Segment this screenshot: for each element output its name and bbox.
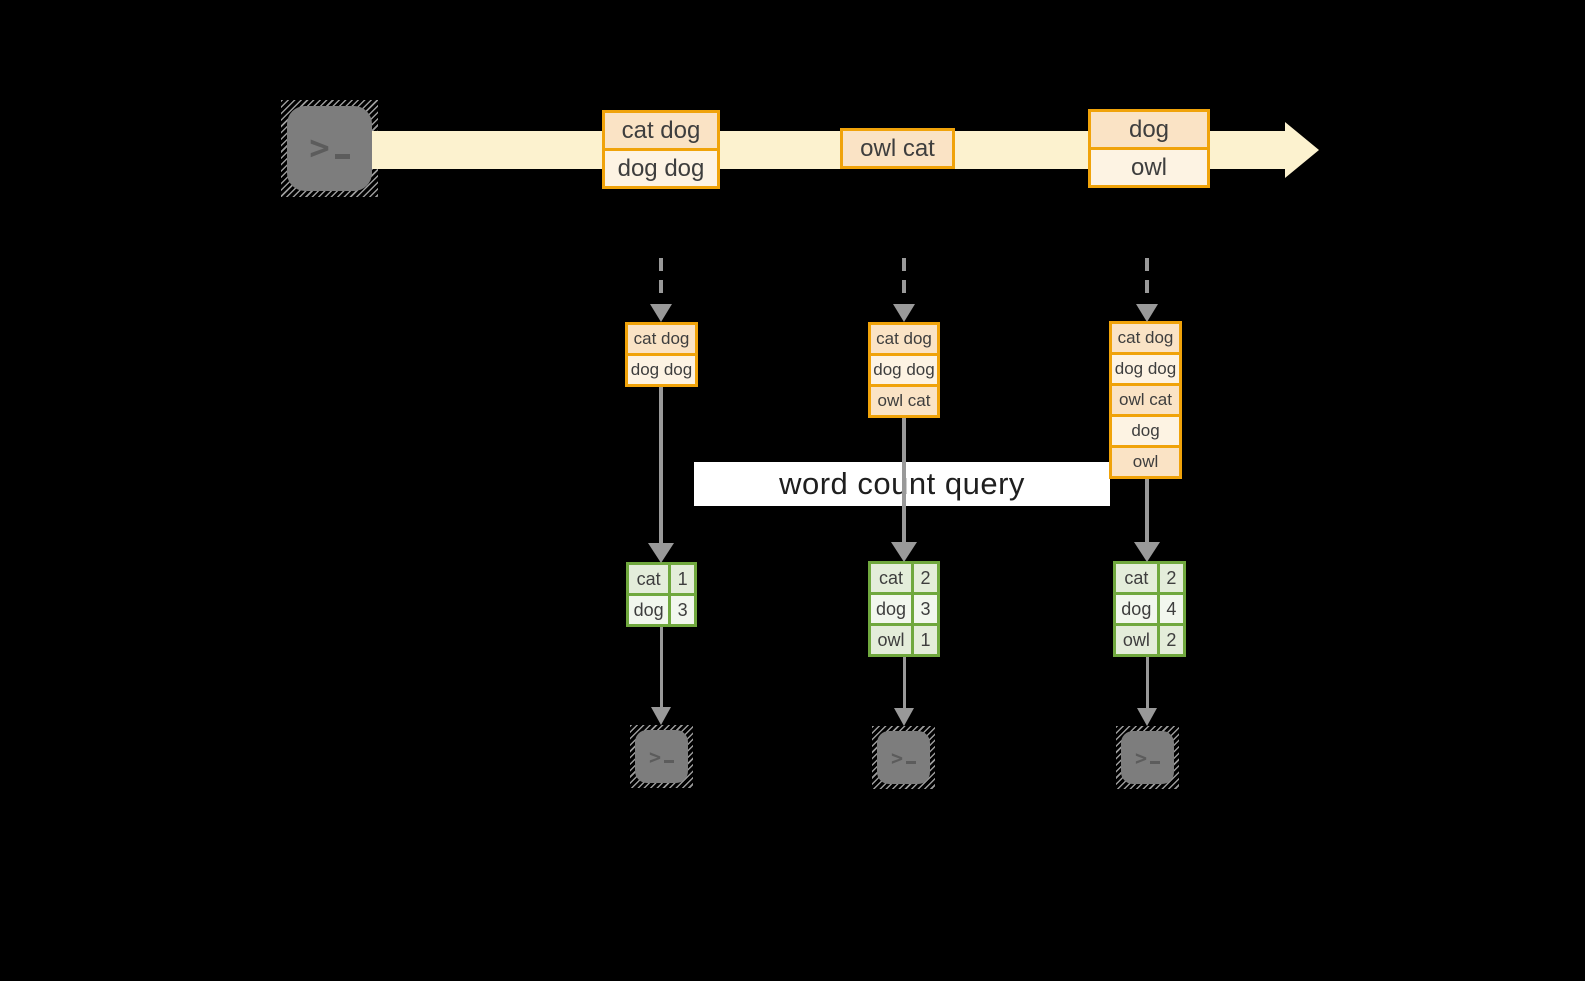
- count-value-cell: 1: [668, 565, 694, 593]
- source-terminal-icon: >: [281, 100, 378, 197]
- count-value-cell: 3: [668, 596, 694, 624]
- ingest-arrowhead-2: [893, 304, 915, 322]
- count-row: cat 1: [629, 565, 694, 593]
- stream-message-cell: dog: [1091, 112, 1207, 147]
- terminal-prompt: >: [1134, 745, 1161, 770]
- output-arrowhead-1: [651, 707, 671, 725]
- output-arrow-shaft-1: [660, 627, 663, 709]
- ingest-arrow-shaft-1: [659, 258, 663, 302]
- query-arrow-shaft-3: [1145, 479, 1149, 544]
- ingest-arrowhead-3: [1136, 304, 1158, 322]
- count-value-cell: 1: [911, 626, 937, 654]
- output-arrowhead-3: [1137, 708, 1157, 726]
- buffer-cell: owl: [1112, 445, 1179, 476]
- count-word-cell: owl: [1116, 626, 1157, 654]
- count-word-cell: cat: [629, 565, 669, 593]
- count-row: owl 1: [871, 623, 937, 654]
- stream-message-cell: owl cat: [843, 131, 952, 166]
- ingest-arrow-shaft-3: [1145, 258, 1149, 302]
- terminal-icon: >: [877, 731, 930, 784]
- cursor-underscore-icon: [664, 759, 675, 763]
- terminal-icon: >: [1121, 731, 1174, 784]
- output-arrow-shaft-2: [903, 657, 906, 710]
- count-row: owl 2: [1116, 623, 1183, 654]
- buffer-cell: dog dog: [871, 353, 937, 384]
- buffer-cell: dog dog: [1112, 352, 1179, 383]
- buffer-cell: dog: [1112, 414, 1179, 445]
- query-arrowhead-2: [891, 542, 917, 562]
- count-value-cell: 4: [1156, 595, 1183, 623]
- buffer-stack-3: cat dog dog dog owl cat dog owl: [1109, 321, 1182, 479]
- count-word-cell: cat: [871, 564, 911, 592]
- prompt-chevron-icon: >: [1134, 745, 1148, 770]
- count-row: dog 3: [871, 592, 937, 623]
- sink-terminal-icon-2: >: [872, 726, 935, 789]
- buffer-stack-2: cat dog dog dog owl cat: [868, 322, 940, 418]
- terminal-prompt: >: [890, 745, 917, 770]
- buffer-cell: cat dog: [1112, 324, 1179, 352]
- terminal-prompt: >: [648, 744, 675, 769]
- count-value-cell: 2: [911, 564, 937, 592]
- stream-message-3: dog owl: [1088, 109, 1210, 188]
- query-arrow-shaft-2: [902, 418, 906, 544]
- stream-message-cell: owl: [1091, 147, 1207, 185]
- ingest-arrow-shaft-2: [902, 258, 906, 302]
- count-row: cat 2: [871, 564, 937, 592]
- count-word-cell: dog: [629, 596, 669, 624]
- output-arrow-shaft-3: [1146, 657, 1149, 710]
- prompt-chevron-icon: >: [648, 744, 662, 769]
- query-label: word count query: [779, 466, 1025, 501]
- stream-arrowhead-icon: [1285, 122, 1319, 178]
- count-value-cell: 3: [911, 595, 937, 623]
- cursor-underscore-icon: [334, 154, 350, 160]
- query-arrowhead-3: [1134, 542, 1160, 562]
- count-value-cell: 2: [1156, 564, 1183, 592]
- terminal-prompt: >: [309, 127, 350, 168]
- terminal-icon: >: [635, 730, 688, 783]
- count-table-1: cat 1 dog 3: [626, 562, 697, 627]
- count-value-cell: 2: [1156, 626, 1183, 654]
- prompt-chevron-icon: >: [309, 127, 330, 168]
- count-table-3: cat 2 dog 4 owl 2: [1113, 561, 1186, 657]
- buffer-cell: owl cat: [871, 384, 937, 415]
- stream-message-cell: dog dog: [605, 148, 717, 186]
- buffer-cell: owl cat: [1112, 383, 1179, 414]
- sink-terminal-icon-3: >: [1116, 726, 1179, 789]
- count-word-cell: dog: [1116, 595, 1157, 623]
- terminal-icon: >: [287, 106, 372, 191]
- buffer-cell: cat dog: [628, 325, 695, 353]
- stream-message-cell: cat dog: [605, 113, 717, 148]
- count-row: dog 4: [1116, 592, 1183, 623]
- prompt-chevron-icon: >: [890, 745, 904, 770]
- count-word-cell: owl: [871, 626, 911, 654]
- sink-terminal-icon-1: >: [630, 725, 693, 788]
- count-row: dog 3: [629, 593, 694, 624]
- query-arrowhead-1: [648, 543, 674, 563]
- buffer-cell: dog dog: [628, 353, 695, 384]
- buffer-stack-1: cat dog dog dog: [625, 322, 698, 387]
- output-arrowhead-2: [894, 708, 914, 726]
- buffer-cell: cat dog: [871, 325, 937, 353]
- count-table-2: cat 2 dog 3 owl 1: [868, 561, 940, 657]
- count-word-cell: cat: [1116, 564, 1157, 592]
- cursor-underscore-icon: [906, 760, 917, 764]
- query-arrow-shaft-1: [659, 387, 663, 545]
- stream-message-1: cat dog dog dog: [602, 110, 720, 189]
- stream-message-2: owl cat: [840, 128, 955, 169]
- count-row: cat 2: [1116, 564, 1183, 592]
- count-word-cell: dog: [871, 595, 911, 623]
- ingest-arrowhead-1: [650, 304, 672, 322]
- cursor-underscore-icon: [1150, 760, 1161, 764]
